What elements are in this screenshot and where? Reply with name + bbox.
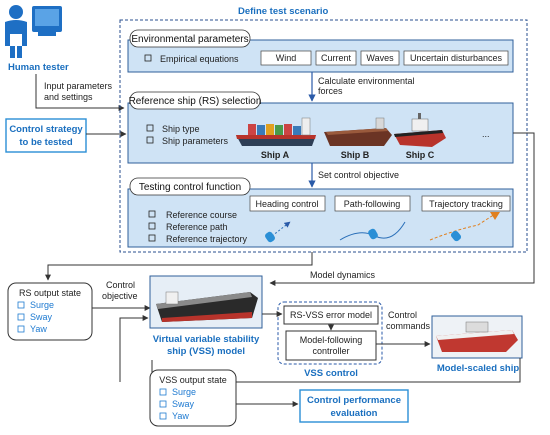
rs-output-box [7,282,93,341]
tcf-bullet-icon-1 [148,210,156,218]
input-params-line1: Input parameters [44,81,113,91]
model-dynamics-arrow [269,132,535,286]
tcf-item-heading [249,195,326,212]
model-scaled-label: Model-scaled ship [437,363,520,374]
ship-a-image [236,117,316,146]
tcf-bullet-3: Reference trajectory [166,234,248,244]
tcf-bullet-2: Reference path [166,222,228,232]
tcf-bullet-1: Reference course [166,210,237,220]
env-bullet: Empirical equations [160,54,239,64]
env-item-current [315,50,357,66]
rs-output-item-3: Yaw [30,324,47,334]
tcf-item-trajectory [421,195,511,212]
tcf-title: Testing control function [139,182,241,193]
vss-control-container [277,301,383,365]
tcf-bullet-icon-3 [148,234,156,242]
perf-eval-line1: Control performance [307,395,401,406]
rs-output-bullet-icon-1 [17,301,25,309]
rs-output-bullet-icon-3 [17,325,25,333]
control-objective-line1: Control [106,280,135,290]
vss-output-bullet-icon-3 [159,412,167,420]
env-bullet-icon [144,54,152,62]
env-item-disturbances-label: Uncertain disturbances [410,53,503,63]
mfc-box [285,330,377,361]
ship-a-label: Ship A [261,150,290,160]
scenario-to-rs-output-arrow [45,252,313,281]
env-title-pill [129,29,251,48]
vss-output-title: VSS output state [159,375,227,385]
rs-bullet-1: Ship type [162,124,200,134]
env-item-waves-label: Waves [366,53,394,63]
input-arrow [35,74,125,111]
human-tester-label: Human tester [8,62,69,73]
tcf-item-path-label: Path-following [344,199,401,209]
rs-panel [127,102,514,164]
control-strategy-box [5,118,87,153]
mfc-line1: Model-following [300,335,363,345]
env-item-waves [360,50,400,66]
control-commands-line2: commands [386,321,431,331]
tcf-item-trajectory-label: Trajectory tracking [429,199,503,209]
rs-output-item-1: Surge [30,300,54,310]
vss-label-line1: Virtual variable stability [153,334,260,345]
perf-eval-line2: evaluation [331,408,378,419]
rs-bullet-2: Ship parameters [162,136,229,146]
vss-output-bullet-icon-2 [159,400,167,408]
mfc-line2: controller [312,346,349,356]
env-item-current-label: Current [321,53,352,63]
tcf-item-path [334,195,411,212]
vss-feedback-arrow [119,315,149,382]
control-objective-line2: objective [102,291,138,301]
rs-title: Reference ship (RS) selection [129,96,262,107]
env-item-disturbances [403,50,509,66]
model-dynamics-label: Model dynamics [310,270,376,280]
path-following-icon [339,221,406,241]
vss-label-line2: ship (VSS) model [167,346,245,357]
control-commands-line1: Control [388,310,417,320]
env-item-wind [260,50,312,66]
vss-output-item-2: Sway [172,399,195,409]
env-title: Environmental parameters [131,34,248,45]
ship-c-label: Ship C [406,150,435,160]
rs-bullet-icon-2 [146,136,154,144]
trajectory-tracking-icon [429,212,500,242]
tcf-title-pill [129,177,251,196]
control-strategy-line1: Control strategy [9,124,83,135]
calc-forces-line2: forces [318,86,343,96]
model-scaled-ship-image [431,315,523,359]
vss-ship-image [149,275,263,329]
feedback-line [151,358,521,383]
perf-eval-box [299,389,409,423]
vss-output-item-1: Surge [172,387,196,397]
vss-output-item-3: Yaw [172,411,189,421]
rs-ellipsis: ... [482,129,490,139]
human-tester-icon [5,5,62,58]
ship-b-image [324,117,392,146]
define-scenario-title: Define test scenario [238,6,328,17]
tcf-item-heading-label: Heading control [255,199,318,209]
ship-b-label: Ship B [341,150,370,160]
vss-output-box [149,369,237,427]
vss-output-bullet-icon-1 [159,388,167,396]
input-params-line2: and settings [44,92,93,102]
rs-vss-error-label: RS-VSS error model [290,310,372,320]
set-objective-label: Set control objective [318,170,399,180]
rs-output-bullet-icon-2 [17,313,25,321]
define-scenario-container [119,19,528,253]
rs-bullet-icon-1 [146,124,154,132]
rs-output-item-2: Sway [30,312,53,322]
vss-control-label: VSS control [304,368,358,379]
rs-output-title: RS output state [19,288,81,298]
tcf-bullet-icon-2 [148,222,156,230]
ship-c-image [394,113,446,147]
heading-control-icon [265,221,291,243]
calc-forces-line1: Calculate environmental [318,76,415,86]
control-strategy-line2: to be tested [19,137,73,148]
env-item-wind-label: Wind [276,53,297,63]
rs-title-pill [129,91,261,110]
